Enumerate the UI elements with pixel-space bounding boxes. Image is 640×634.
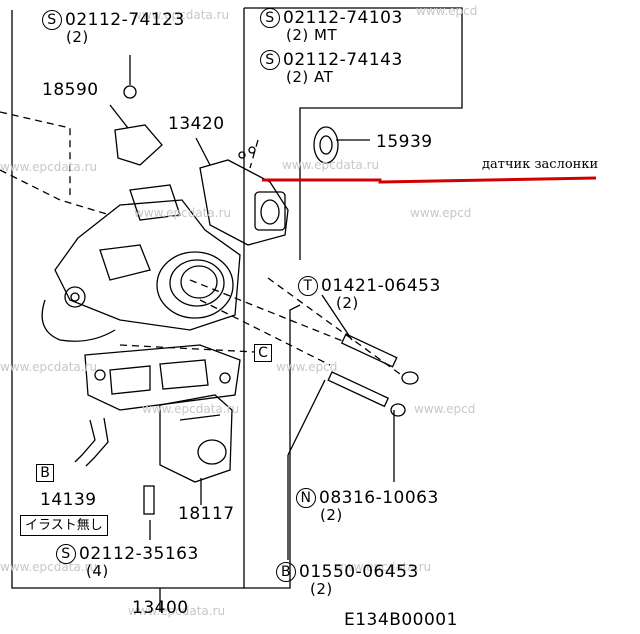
annotation-line — [262, 176, 597, 184]
iac-valve — [159, 394, 233, 483]
watermark: www.epcdata.ru — [142, 402, 240, 416]
ref-box-b: B — [36, 464, 54, 482]
watermark: www.epcdata.ru — [0, 560, 98, 574]
annotation-text: датчик заслонки — [482, 157, 599, 172]
watermark: www.epcdata.ru — [132, 8, 230, 22]
qty-01421-06453: (2) — [336, 294, 359, 312]
qty-02112-74103: (2) MT — [286, 26, 338, 44]
watermark: www.epcdata.ru — [128, 604, 226, 618]
watermark: www.epcd — [416, 4, 478, 18]
watermark: www.epcdata.ru — [134, 206, 232, 220]
watermark: www.epcdata.ru — [282, 158, 380, 172]
watermark: www.epcdata.ru — [0, 360, 98, 374]
frame-lower-line — [244, 304, 301, 589]
part-label-18590: 18590 — [42, 80, 99, 100]
watermark: www.epcdata.ru — [0, 160, 98, 174]
throttle-body — [41, 184, 241, 342]
part-label-18117: 18117 — [178, 504, 235, 524]
qty-02112-74143: (2) AT — [286, 68, 334, 86]
pipe-14139 — [74, 419, 96, 463]
qty-02112-35163: (4) — [86, 562, 109, 580]
part-label-14139: 14139 — [40, 490, 97, 510]
bolt-b — [327, 371, 406, 417]
watermark: www.epcd — [276, 360, 338, 374]
qty-01550-06453: (2) — [310, 580, 333, 598]
part-label-13420: 13420 — [168, 114, 225, 134]
watermark: www.epcdata.ru — [334, 560, 432, 574]
watermark: www.epcd — [414, 402, 476, 416]
part-label-13400: 13400 — [132, 598, 189, 618]
part-label-15939: 15939 — [376, 132, 433, 152]
diagram-id: E134B00001 — [344, 610, 458, 630]
grommet-15939 — [313, 126, 339, 164]
frame-upper-line — [244, 7, 463, 260]
qty-02112-74123: (2) — [66, 28, 89, 46]
flange — [84, 344, 241, 411]
qty-08316-10063: (2) — [320, 506, 343, 524]
bracket-18590 — [114, 124, 163, 166]
frame-left-line — [11, 8, 245, 589]
bolt-t — [340, 333, 419, 385]
note-no-illustration: イラスト無し — [20, 515, 108, 536]
ref-box-c: C — [254, 344, 272, 362]
watermark: www.epcd — [410, 206, 472, 220]
throttle-position-sensor — [199, 146, 289, 246]
screw-35163 — [143, 485, 155, 515]
